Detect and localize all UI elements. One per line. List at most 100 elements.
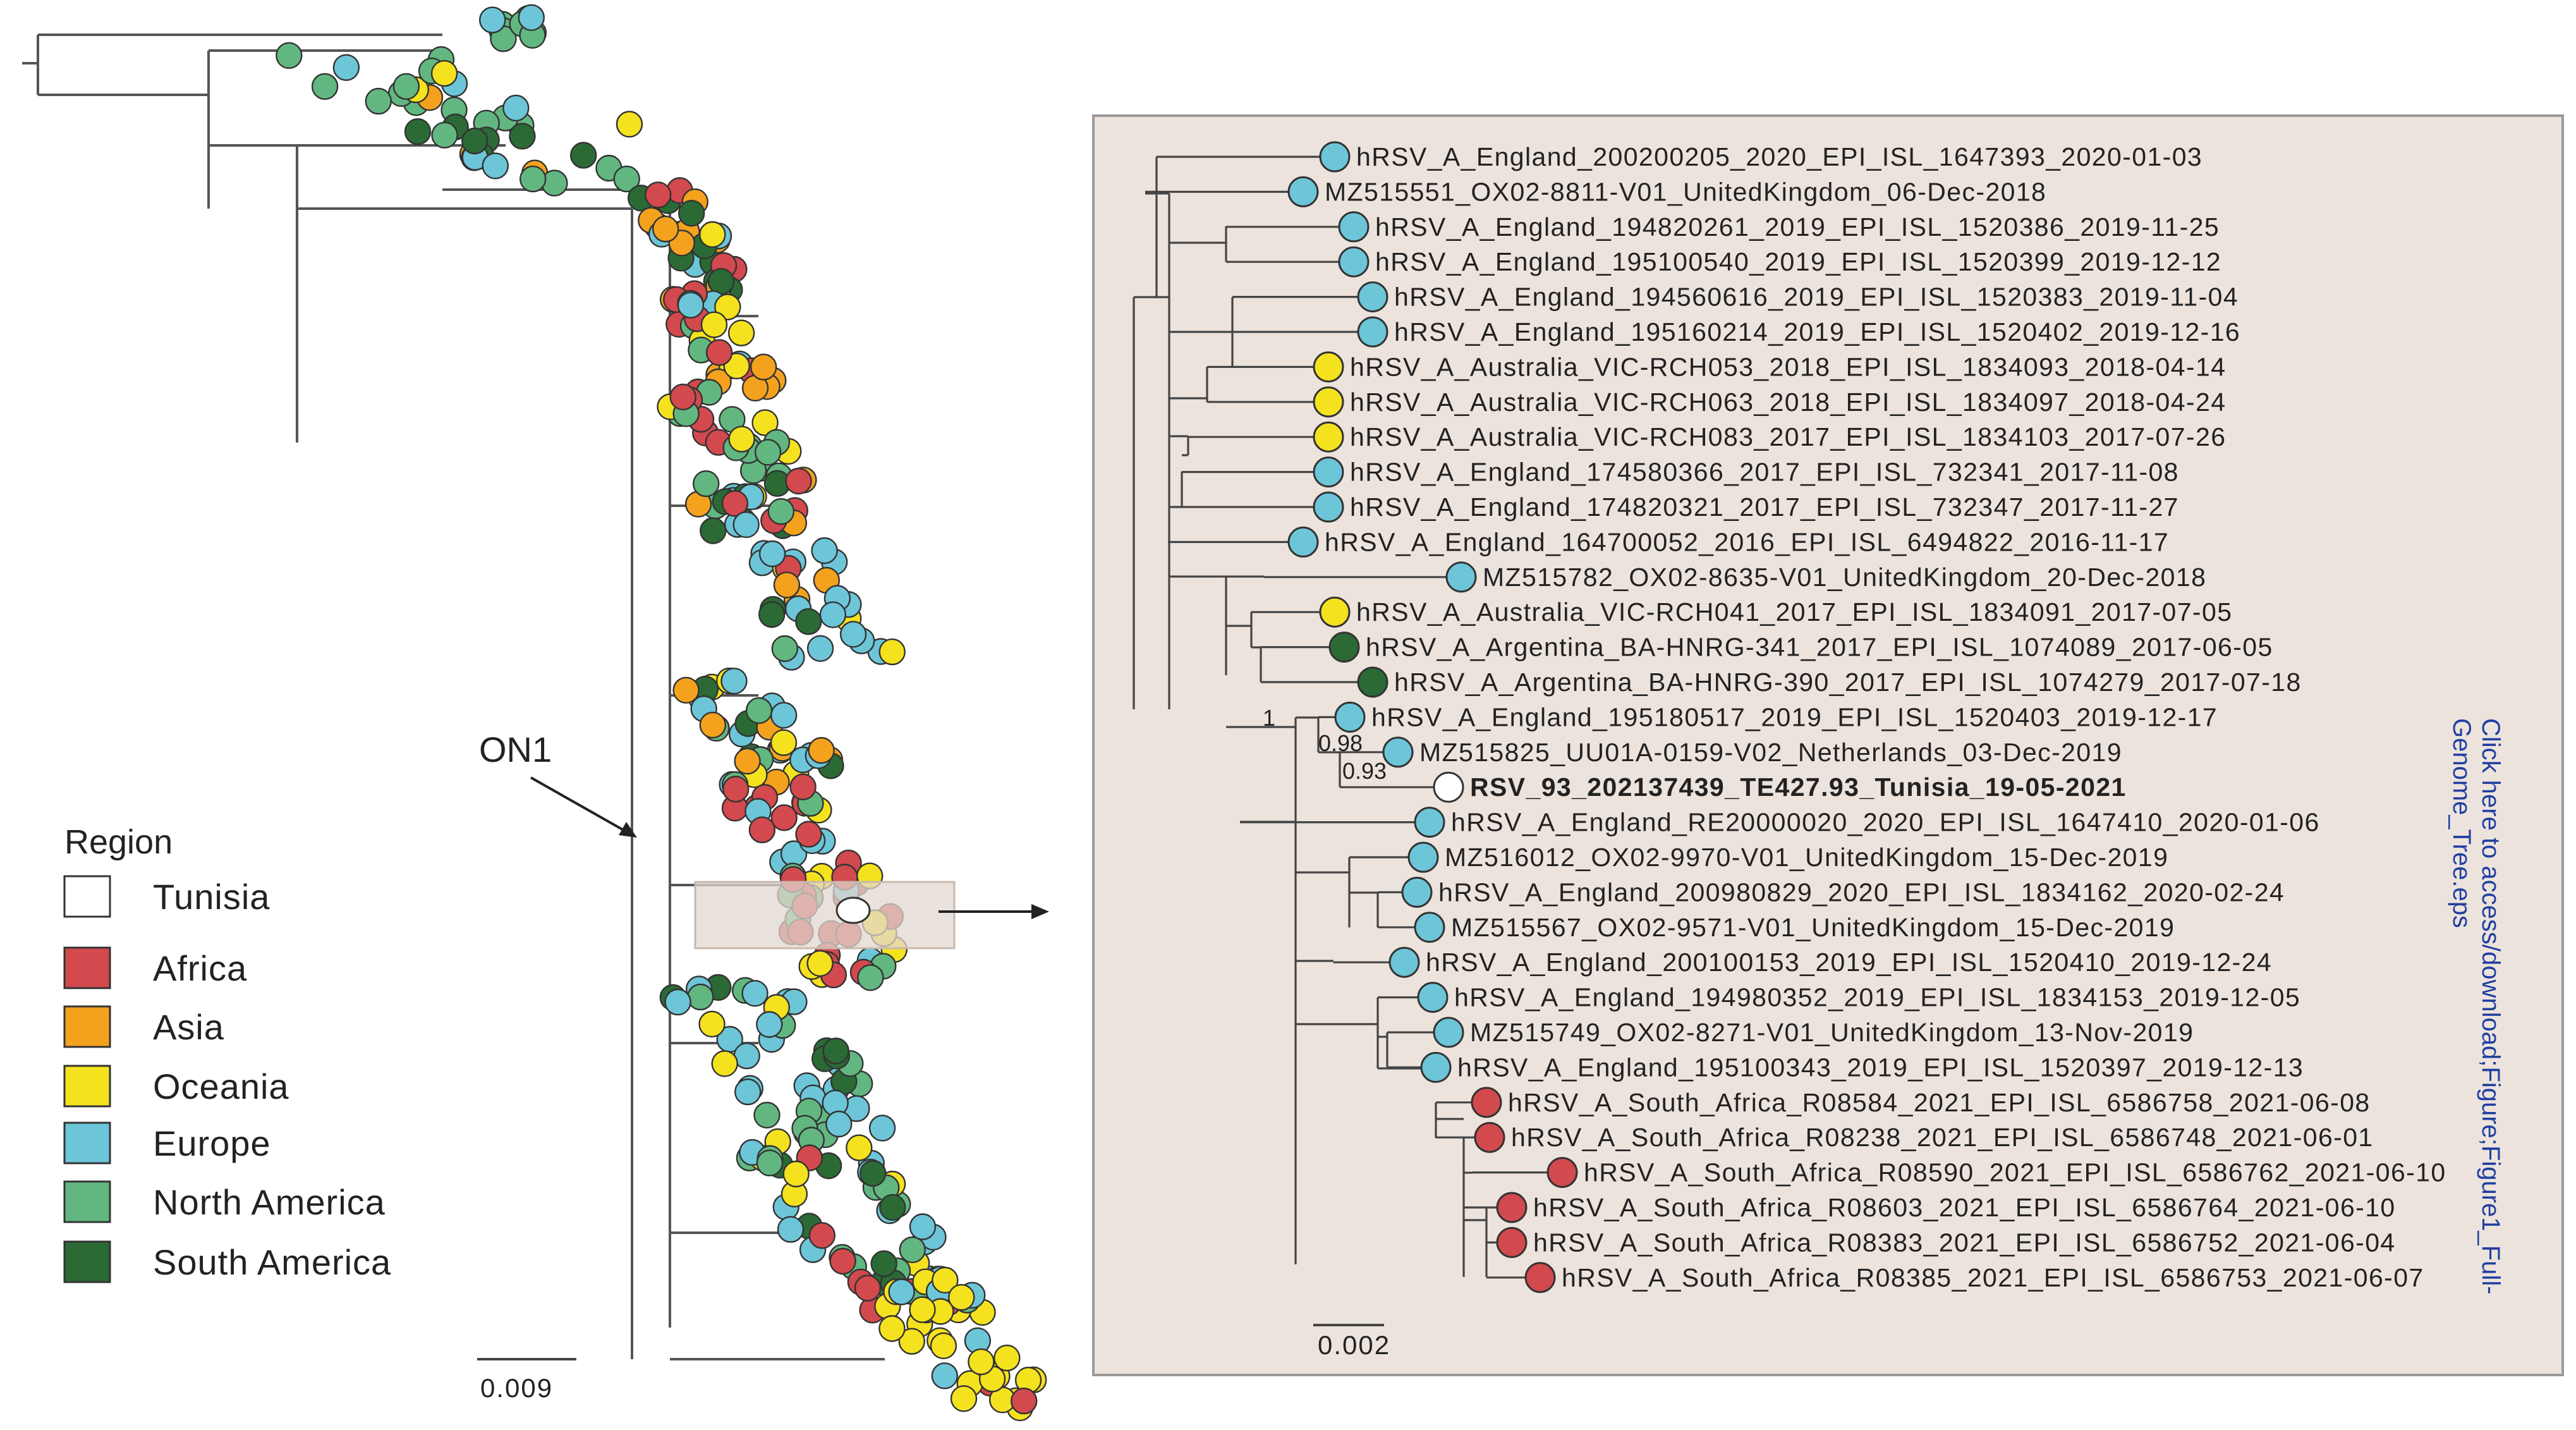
side-link-line1[interactable]: Click here to access/download;Figure;Fig…	[2477, 718, 2505, 1295]
zoom-tip-marker	[1357, 281, 1388, 313]
legend-label-tunisia: Tunisia	[153, 877, 270, 917]
zoom-tip-marker	[1496, 1226, 1528, 1258]
main-tip-marker	[751, 409, 779, 436]
zoom-tip-marker	[1433, 771, 1464, 803]
zoom-tip-marker	[1417, 982, 1449, 1013]
main-tip-marker	[652, 216, 679, 243]
main-tip-marker	[754, 439, 782, 466]
main-tip-marker	[789, 773, 817, 800]
zoom-tip-marker	[1313, 351, 1344, 382]
main-tip-marker	[727, 319, 755, 346]
zoom-tip-marker	[1474, 1121, 1505, 1153]
zoom-tip-label: hRSV_A_South_Africa_R08584_2021_EPI_ISL_…	[1508, 1088, 2371, 1117]
zoom-tip-marker	[1382, 736, 1414, 768]
legend-label-north-america: North America	[153, 1182, 386, 1222]
zoom-arrow	[939, 904, 1049, 919]
main-tip-marker	[734, 747, 761, 775]
main-tip-marker	[868, 1115, 896, 1142]
side-link-line2[interactable]: Genome_Tree.eps	[2448, 718, 2476, 928]
main-tip-marker	[777, 1216, 805, 1243]
main-tip-marker	[846, 1134, 873, 1161]
zoom-tip-marker	[1420, 1051, 1452, 1083]
zoom-tip-label: MZ515567_OX02-9571-V01_UnitedKingdom_15-…	[1451, 913, 2175, 942]
zoom-tip-label: hRSV_A_England_194560616_2019_EPI_ISL_15…	[1394, 283, 2239, 312]
genotype-label: ON1	[479, 730, 552, 769]
main-tip-marker	[698, 1010, 726, 1038]
main-tree	[22, 4, 1047, 1422]
main-tip-marker	[931, 1362, 959, 1390]
main-tip-marker	[770, 729, 798, 756]
main-tip-marker	[770, 804, 798, 831]
tunisia-tip-main	[835, 896, 871, 924]
main-tip-marker	[570, 142, 597, 169]
main-tip-marker	[311, 73, 339, 101]
legend-swatch-oceania	[63, 1065, 111, 1108]
main-tip-marker	[899, 1236, 926, 1264]
zoom-tip-marker	[1287, 526, 1319, 558]
zoom-tip-label: hRSV_A_England_195100343_2019_EPI_ISL_15…	[1457, 1053, 2304, 1082]
main-tip-marker	[519, 165, 547, 193]
main-tip-marker	[1010, 1387, 1038, 1415]
main-tip-marker	[854, 1274, 882, 1302]
zoom-tip-marker	[1334, 701, 1366, 733]
zoom-tip-marker	[1524, 1262, 1556, 1293]
main-tip-marker	[430, 59, 458, 87]
zoom-tip-label: MZ515782_OX02-8635-V01_UnitedKingdom_20-…	[1483, 563, 2206, 592]
main-tip-marker	[365, 87, 392, 115]
main-tip-marker	[616, 111, 643, 138]
main-tip-marker	[878, 638, 906, 666]
zoom-tip-marker	[1388, 946, 1420, 978]
zoom-tip-marker	[1546, 1157, 1578, 1189]
zoom-tip-label: hRSV_A_England_174580366_2017_EPI_ISL_73…	[1350, 458, 2179, 487]
zoom-tip-label: MZ515749_OX02-8271-V01_UnitedKingdom_13-…	[1470, 1018, 2194, 1047]
main-tip-marker	[795, 821, 822, 848]
zoom-tip-marker	[1414, 912, 1445, 943]
zoom-scale-label: 0.002	[1318, 1330, 1390, 1360]
zoom-tip-marker	[1338, 246, 1370, 278]
zoom-tip-label: hRSV_A_South_Africa_R08603_2021_EPI_ISL_…	[1533, 1193, 2396, 1222]
legend-title: Region	[64, 823, 173, 861]
zoom-tree-tips: hRSV_A_England_200200205_2020_EPI_ISL_16…	[1287, 141, 2445, 1293]
zoom-tip-marker	[1401, 876, 1433, 908]
main-tip-marker	[993, 1344, 1021, 1372]
main-tip-marker	[541, 169, 568, 197]
main-tip-marker	[509, 123, 536, 150]
main-tip-marker	[767, 498, 795, 525]
zoom-tip-label: hRSV_A_Australia_VIC-RCH053_2018_EPI_ISL…	[1350, 352, 2226, 381]
zoom-tip-marker	[1496, 1192, 1528, 1223]
main-tip-marker	[711, 1050, 738, 1077]
main-tip-marker	[699, 711, 727, 739]
legend-label-asia: Asia	[153, 1007, 224, 1047]
main-tip-marker	[700, 517, 727, 544]
main-tip-marker	[461, 127, 489, 155]
main-tip-marker	[857, 964, 884, 991]
legend-label-south-america: South America	[153, 1242, 391, 1282]
legend-swatch-tunisia	[63, 875, 111, 918]
side-link[interactable]: Click here to access/download;Figure;Fig…	[2448, 718, 2505, 1295]
main-tip-marker	[687, 983, 714, 1011]
main-tip-marker	[870, 1250, 897, 1278]
support-value-2: 0.98	[1318, 730, 1363, 756]
zoom-tip-marker	[1313, 386, 1344, 418]
main-tip-marker	[829, 1247, 856, 1275]
main-tip-marker	[950, 1385, 978, 1412]
zoom-tip-label: hRSV_A_England_200100153_2019_EPI_ISL_15…	[1426, 948, 2272, 977]
main-tip-marker	[785, 467, 812, 495]
main-tip-marker	[898, 1328, 926, 1355]
main-tip-marker	[482, 152, 509, 180]
zoom-tip-label: hRSV_A_England_174820321_2017_EPI_ISL_73…	[1350, 492, 2179, 522]
main-tip-marker	[811, 537, 838, 565]
main-tip-marker	[756, 1011, 783, 1038]
zoom-tip-label: hRSV_A_Argentina_BA-HNRG-341_2017_EPI_IS…	[1366, 633, 2273, 662]
main-tip-marker	[518, 4, 545, 31]
zoom-tip-marker	[1414, 807, 1445, 838]
zoom-tip-label: hRSV_A_South_Africa_R08385_2021_EPI_ISL_…	[1562, 1263, 2424, 1292]
main-tip-marker	[795, 608, 822, 635]
legend-label-africa: Africa	[153, 948, 247, 988]
main-tip-marker	[721, 490, 749, 517]
zoom-tip-label: hRSV_A_England_200980829_2020_EPI_ISL_18…	[1438, 877, 2285, 907]
tunisia-tip-label: RSV_93_202137439_TE427.93_Tunisia_19-05-…	[1470, 773, 2127, 802]
main-tip-marker	[669, 383, 696, 411]
main-tip-marker	[431, 121, 458, 149]
